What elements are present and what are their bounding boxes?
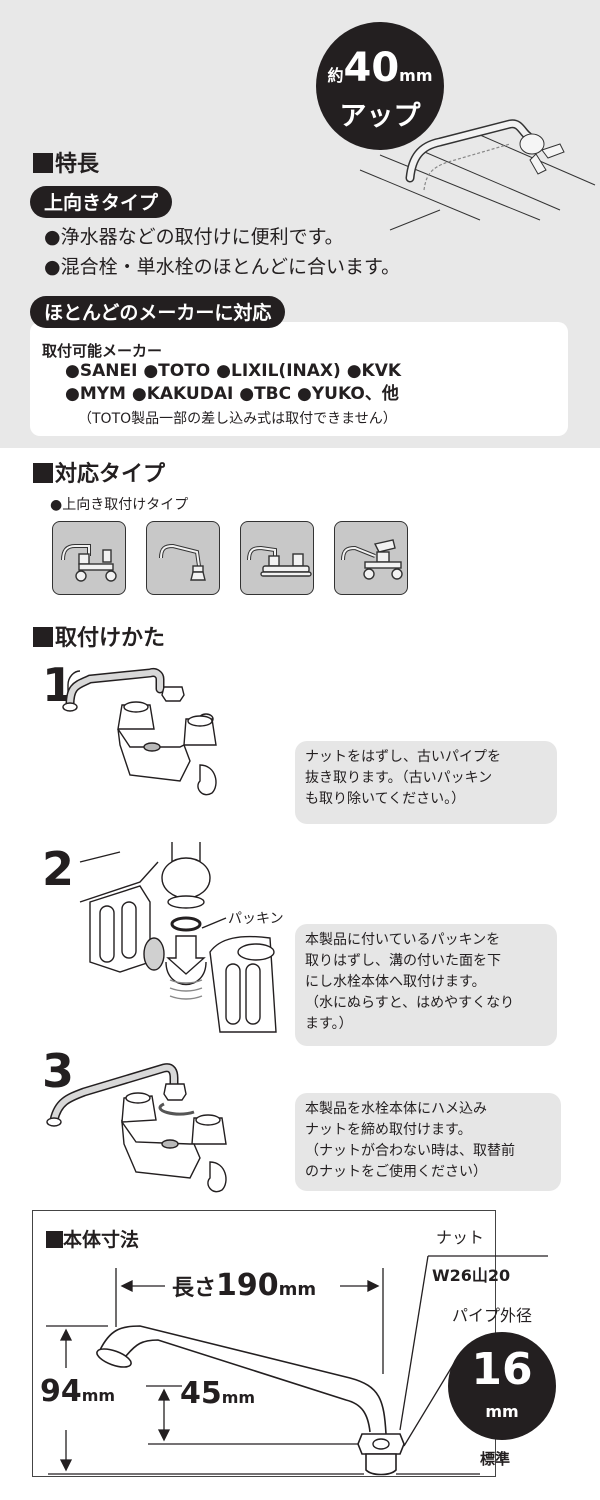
makers-line: ●SANEI ●TOTO ●LIXIL(INAX) ●KVK [65,361,402,381]
standard-label: 標準 [480,1450,511,1468]
square-bullet-icon [46,1231,63,1248]
packing-callout: パッキン [228,911,284,927]
remove-pipe-illustration [62,668,217,796]
features-heading: 特長 [33,146,99,178]
tighten-nut-illustration [46,1063,227,1193]
step-number: 2 [42,842,75,896]
two-handle-wall-faucet-icon [52,521,126,595]
step-2-instruction: 本製品に付いているパッキンを 取りはずし、溝の付いた面を下 にし水栓本体へ取付け… [295,924,557,1046]
makers-pill: ほとんどのメーカーに対応 [30,296,286,328]
step-3-instruction: 本製品を水栓本体にハメ込み ナットを締め取付けます。 （ナットが合わない時は、取… [295,1093,561,1191]
makers-line: ●MYM ●KAKUDAI ●TBC ●YUKO、他 [65,384,399,404]
deck-mount-two-handle-faucet-icon [240,521,314,595]
compatible-subtitle: ●上向き取付けタイプ [50,497,189,513]
makers-note: （TOTO製品一部の差し込み式は取付できません） [78,411,397,427]
square-bullet-icon [33,463,53,483]
dimensions-heading: 本体寸法 [46,1225,139,1252]
badge-label: アップ [339,101,421,132]
makers-title: 取付可能メーカー [42,342,163,360]
upward-type-pill: 上向きタイプ [30,186,173,218]
square-bullet-icon [33,627,53,647]
length-dimension: 長さ190mm [172,1268,317,1303]
inner-height-dimension: 45mm [180,1376,256,1411]
nut-label: ナット [436,1228,485,1247]
feature-item: ●混合栓・単水栓のほとんどに合います。 [44,256,401,278]
feature-item: ●浄水器などの取付けに便利です。 [44,226,344,248]
raised-faucet-illustration [359,119,596,231]
nut-spec: W26山20 [432,1266,511,1285]
attach-packing-illustration [79,842,277,1033]
badge-unit: mm [399,66,433,85]
makers-box [30,322,568,436]
pipe-dimension-drawing [46,1255,548,1476]
height-up-badge: 約40mm アップ [316,22,444,150]
install-heading: 取付けかた [33,620,165,652]
total-height-dimension: 94mm [40,1374,116,1409]
step-1-instruction: ナットをはずし、古いパイプを 抜き取ります。（古いパッキン も取り除いてください… [295,741,557,824]
badge-value: 40 [343,45,400,91]
single-wall-faucet-icon [146,521,220,595]
pipe-diameter-badge: 16 mm [448,1332,556,1440]
compatible-heading: 対応タイプ [33,456,165,488]
square-bullet-icon [33,153,53,173]
single-lever-wall-faucet-icon [334,521,408,595]
step-number: 3 [42,1044,75,1098]
badge-prefix: 約 [327,66,344,85]
pipe-diameter-label: パイプ外径 [452,1306,533,1325]
